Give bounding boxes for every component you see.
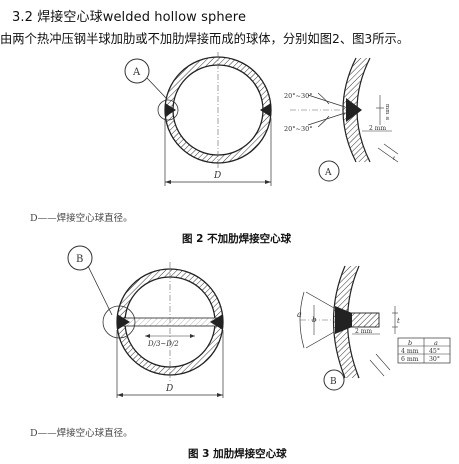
fig2-diameter-dimension: D bbox=[164, 118, 272, 186]
fig2-dim-gap: 2 mm bbox=[369, 125, 386, 132]
fig2-diameter-label: D bbox=[213, 171, 221, 181]
spec-table-cell: 4 mm bbox=[401, 348, 419, 355]
fig3-sphere: D/3~D/2 bbox=[116, 262, 224, 382]
fig2-callout-detail: A bbox=[318, 160, 340, 182]
fig3-rib-label: D/3~D/2 bbox=[147, 340, 179, 348]
fig2-angle-bottom: 20°~30° bbox=[284, 125, 313, 133]
fig3-detail-b: a b t 2 mm bbox=[297, 265, 400, 379]
fig3-callout-main: B bbox=[67, 245, 136, 339]
fig3-spec-table: b a 4 mm 45° 6 mm 30° bbox=[397, 337, 451, 364]
fig2-weld-left bbox=[165, 103, 176, 117]
fig3-gap-label: 2 mm bbox=[355, 328, 372, 335]
fig2-callout-detail-label: A bbox=[324, 168, 332, 178]
fig3-diameter-dimension: D bbox=[116, 330, 224, 398]
fig3-b-label: b bbox=[312, 316, 317, 324]
fig2-note: D——焊接空心球直径。 bbox=[30, 213, 133, 224]
spec-table-cell: 30° bbox=[429, 356, 440, 363]
fig3-note: D——焊接空心球直径。 bbox=[30, 428, 133, 439]
spec-table-header-b: b bbox=[408, 339, 412, 347]
fig3-diameter-label: D bbox=[165, 384, 173, 394]
spec-table-cell: 6 mm bbox=[401, 356, 419, 363]
svg-text:t: t bbox=[393, 156, 396, 162]
section-heading: 3.2 焊接空心球welded hollow sphere bbox=[12, 10, 247, 25]
fig3-callout-main-label: B bbox=[76, 254, 83, 265]
fig3-caption: 图 3 加肋焊接空心球 bbox=[188, 448, 287, 460]
fig3-t-label: t bbox=[397, 317, 400, 325]
fig2-angle-top: 20°~30° bbox=[284, 92, 313, 100]
spec-table-cell: 45° bbox=[429, 348, 440, 355]
fig2-detail-a: 20°~30° 20°~30° mm ≤ 2 mm t bbox=[284, 57, 399, 163]
fig2-weld-right bbox=[260, 103, 271, 117]
fig2-callout-main-label: A bbox=[132, 67, 141, 78]
fig2-caption: 图 2 不加肋焊接空心球 bbox=[182, 233, 292, 245]
spec-table-header-a: a bbox=[434, 339, 438, 347]
fig3-callout-detail: B bbox=[323, 369, 345, 391]
fig3-angle-a: a bbox=[297, 310, 302, 319]
section-intro: 由两个热冲压钢半球加肋或不加肋焊接而成的球体，分别如图2、图3所示。 bbox=[0, 32, 410, 46]
fig2-sphere bbox=[164, 52, 272, 168]
fig3-callout-detail-label: B bbox=[330, 377, 337, 387]
fig2-callout-main: A bbox=[124, 58, 179, 121]
svg-text:≤: ≤ bbox=[384, 116, 390, 121]
fig2-dim-mm: mm bbox=[384, 104, 390, 115]
